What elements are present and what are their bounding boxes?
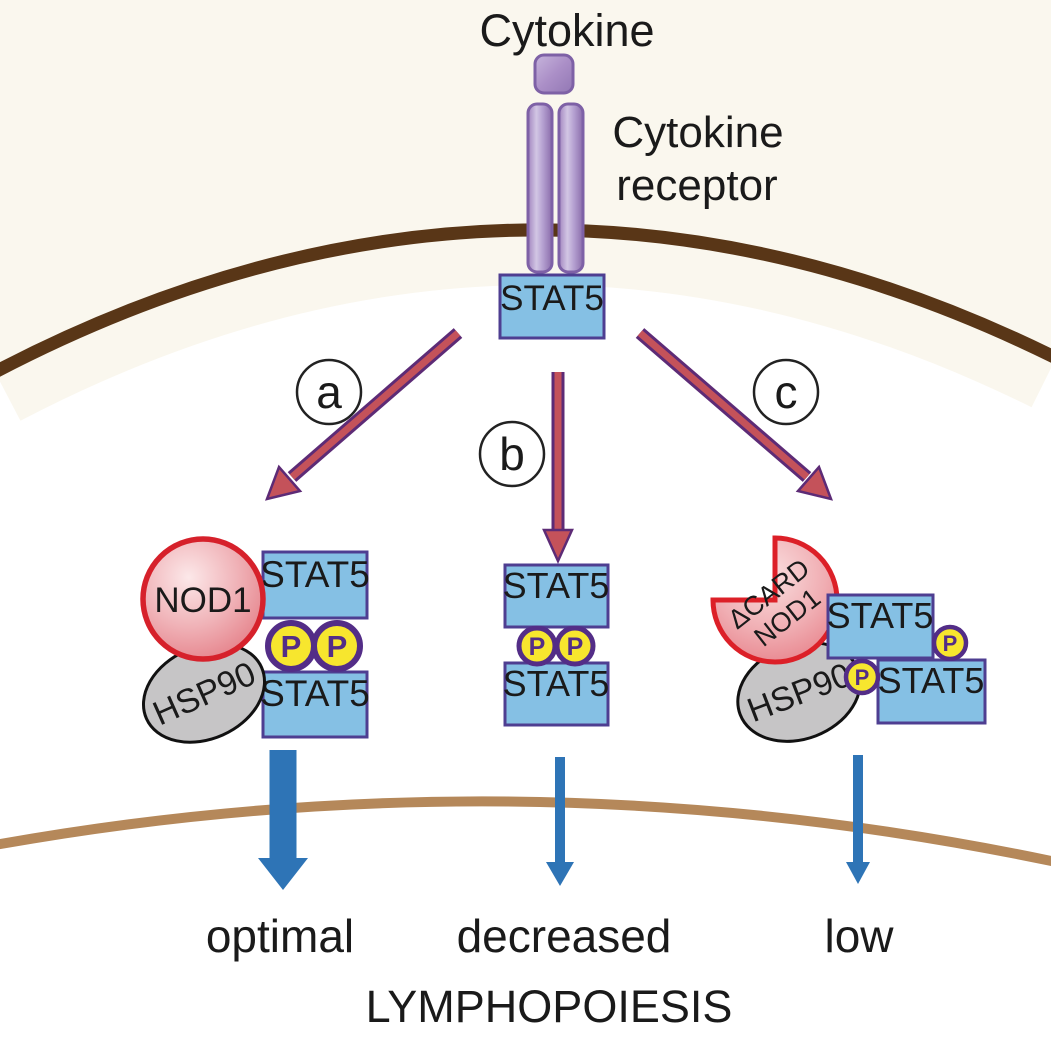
pathway-c-letter: c — [775, 366, 798, 418]
outcome-decreased-label: decreased — [457, 910, 672, 962]
phospho-a-right-circle — [311, 620, 363, 672]
stat5-membrane-box — [498, 273, 606, 340]
stat5-b-bottom-label: STAT5 — [503, 663, 610, 704]
hsp90-a: HSP90 — [141, 642, 267, 744]
cytokine-receptor-chain-right — [557, 102, 585, 274]
complex-a: STAT5 STAT5 HSP90 NOD1 P P — [140, 536, 370, 744]
cytokine-label: Cytokine — [479, 5, 654, 56]
pathway-b-letter: b — [499, 428, 525, 480]
phospho-c-top-circle — [931, 624, 969, 662]
pathway-b-badge — [478, 420, 546, 488]
phospho-a-right-label: P — [327, 629, 348, 664]
pathway-a-letter: a — [316, 366, 342, 418]
outcome-optimal-label: optimal — [206, 910, 354, 962]
stat5-b-top-box — [503, 563, 610, 629]
stat5-b-top-label: STAT5 — [503, 565, 610, 606]
cytokine-receptor-chain-left — [526, 102, 554, 274]
stat5-c-top-box — [826, 593, 935, 660]
stat5-a-bottom-box — [261, 670, 369, 739]
lymphopoiesis-title: LYMPHOPOIESIS — [366, 981, 733, 1032]
outcome-arrow-low — [846, 755, 870, 884]
phospho-b-left-label: P — [529, 633, 546, 661]
stat5-b-bottom-box — [503, 661, 610, 727]
outcome-arrow-optimal — [258, 750, 308, 890]
stat5-c-bottom-box — [876, 658, 987, 725]
bottom-boundary-curve — [0, 796, 1051, 867]
phospho-b-right-label: P — [567, 633, 584, 661]
phospho-c-bottom-label: P — [855, 665, 870, 690]
nod1-circle — [140, 536, 266, 662]
pathway-a-badge — [295, 358, 363, 426]
stat5-a-top-label: STAT5 — [260, 554, 370, 595]
stat5-a-bottom-label: STAT5 — [260, 673, 370, 714]
complex-b: STAT5 STAT5 P P — [503, 563, 610, 727]
cytokine-receptor-label-line2: receptor — [616, 161, 777, 210]
hsp90-c: HSP90 — [736, 641, 862, 743]
stat5-c-bottom-label: STAT5 — [878, 660, 985, 701]
signal-arrow-a — [265, 328, 463, 501]
cytokine-receptor-label-line1: Cytokine — [612, 108, 783, 157]
delta-card-nod1-shape — [710, 535, 840, 665]
pathway-c-badge — [752, 358, 820, 426]
stat5-membrane-label: STAT5 — [500, 279, 604, 318]
complex-c: HSP90 ΔCARD NOD1 STAT5 STAT5 P P — [710, 535, 987, 743]
stat5-a-top-box — [261, 550, 369, 620]
outcome-arrow-decreased — [546, 757, 574, 886]
phospho-c-bottom-circle — [843, 658, 881, 696]
phospho-b-right-circle — [554, 625, 596, 667]
stat5-c-top-label: STAT5 — [827, 595, 934, 636]
outcome-low-label: low — [824, 910, 894, 962]
nod1-label: NOD1 — [154, 581, 251, 620]
phospho-c-top-label: P — [943, 631, 958, 656]
signal-arrow-b — [542, 372, 574, 565]
signal-arrow-c — [635, 328, 833, 501]
phospho-a-left-label: P — [281, 629, 302, 664]
plasma-membrane — [0, 223, 1051, 377]
cytokine-ligand — [533, 53, 575, 95]
